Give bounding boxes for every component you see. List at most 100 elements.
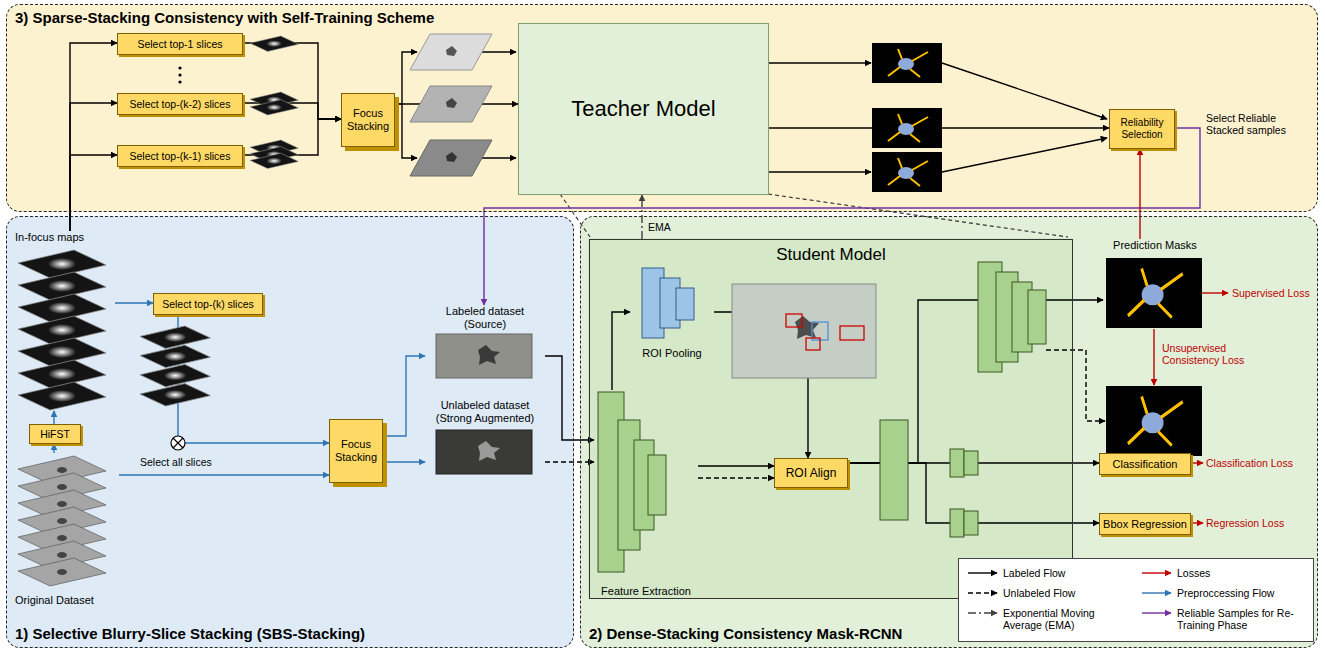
connector	[70, 43, 117, 231]
loss-label: Regression Loss	[1206, 517, 1316, 529]
node-label: Select top-(k-1) slices	[130, 150, 231, 162]
loss-arrow	[1190, 462, 1203, 463]
slice	[140, 326, 210, 348]
node-label: Feature Extraction	[601, 585, 691, 598]
roi-box	[840, 326, 864, 340]
process-box: Select top-(k-1) slices	[117, 145, 243, 167]
legend-text: Reliable Samples for Re-Training Phase	[1177, 607, 1307, 632]
connector	[1139, 149, 1140, 239]
legend-item: Unlabeled Flow	[1003, 587, 1133, 599]
slice	[140, 384, 210, 406]
focus-glow	[267, 104, 282, 111]
image-node: Labeled dataset (Source)	[425, 305, 545, 381]
original-stack	[18, 456, 106, 586]
connector	[243, 119, 341, 155]
proposal-image	[732, 284, 876, 378]
legend-item: Reliable Samples for Re-Training Phase	[1177, 607, 1307, 632]
flow-line	[942, 63, 1107, 119]
legend-text: Labeled Flow	[1003, 567, 1133, 579]
section-panel: 3) Sparse-Stacking Consistency with Self…	[6, 4, 1318, 212]
cell-blob	[446, 98, 457, 108]
focus-stacking-box: Focus Stacking	[329, 419, 383, 483]
flow-line	[482, 51, 516, 52]
roi-box	[812, 322, 828, 340]
legend-line	[968, 592, 997, 593]
cell-blob	[57, 484, 67, 490]
process-box: Classification	[1099, 453, 1191, 475]
panel-fill	[6, 216, 574, 648]
image-frame	[436, 334, 532, 378]
section-panel: 1) Selective Blurry-Slice Stacking (SBS-…	[6, 216, 574, 648]
slice	[250, 36, 298, 51]
legend-text: Unlabeled Flow	[1003, 587, 1133, 599]
feature-map	[964, 511, 978, 535]
process-box: HiFST	[29, 424, 81, 444]
focus-glow	[48, 324, 76, 336]
node-label: Unlabeled dataset (Strong Augmented)	[425, 399, 545, 425]
flow-line	[942, 138, 1107, 172]
in-focus-stack	[18, 250, 106, 410]
edge-label: Select all slices	[140, 456, 230, 468]
node-label: ROI Align	[786, 466, 837, 480]
legend-sample	[1141, 607, 1173, 619]
edge-label: Select Reliable Stacked samples	[1206, 112, 1314, 137]
feature-map	[676, 288, 694, 320]
section-title: Student Model	[776, 245, 886, 265]
multiply-circle	[171, 436, 185, 450]
node-label: Bbox Regression	[1103, 518, 1187, 531]
model-box: Teacher Model	[518, 23, 769, 195]
section-title: 3) Sparse-Stacking Consistency with Self…	[15, 9, 434, 27]
legend-text: Exponential Moving Average (EMA)	[1003, 607, 1133, 632]
edge-label-holder: Select Reliable Stacked samples	[1206, 112, 1314, 137]
loss-label-holder: Regression Loss	[1206, 517, 1316, 529]
legend-sample	[967, 567, 999, 579]
roi-box	[786, 314, 802, 327]
legend-item: Preproccessing Flow	[1177, 587, 1307, 599]
focus-glow	[164, 352, 186, 362]
cell-blob	[57, 552, 67, 558]
ellipsis-dot	[178, 73, 181, 76]
prediction-mask	[1106, 386, 1202, 456]
slice	[18, 272, 106, 300]
connector	[115, 302, 153, 303]
mask-image	[872, 108, 942, 148]
cell-blob	[57, 535, 67, 541]
cell-blob	[446, 152, 457, 162]
node-label: Prediction Masks	[1113, 239, 1197, 252]
ellipsis-dot	[178, 66, 181, 69]
loss-arrow	[1202, 292, 1228, 293]
process-box: ROI Align	[774, 458, 848, 488]
labeled-image	[436, 334, 532, 378]
node-label: Classification	[1113, 458, 1178, 471]
image-node: In-focus maps	[15, 231, 115, 411]
slice	[18, 294, 106, 322]
loss-arrow	[1153, 329, 1154, 385]
legend-item: Losses	[1177, 567, 1307, 579]
mask-image	[872, 152, 942, 192]
flow-line	[402, 104, 417, 158]
node-label: HiFST	[40, 428, 70, 440]
cell-blob	[446, 46, 457, 56]
stacked-image	[410, 86, 492, 122]
legend-line	[968, 612, 997, 613]
panel-fill	[580, 216, 1318, 648]
focus-glow	[164, 332, 186, 342]
section-title: 2) Dense-Stacking Consistency Mask-RCNN	[589, 625, 902, 643]
feature-pyramid	[598, 392, 666, 572]
loss-label-holder: Supervised Loss	[1232, 287, 1316, 299]
legend-line	[1142, 592, 1171, 593]
model-box: Student ModelROI PoolingFeature Extracti…	[589, 239, 1073, 599]
image-plane	[410, 34, 492, 70]
edge-label: EMA	[648, 221, 688, 233]
stacked-image	[410, 140, 492, 176]
roi-feature-block	[880, 420, 908, 520]
cell-blob	[57, 518, 67, 524]
focus-glow	[48, 280, 76, 292]
connector	[641, 195, 642, 239]
cell-blob	[57, 569, 67, 575]
image-frame	[436, 430, 532, 474]
cell-blob	[478, 345, 500, 365]
edge-label-holder: Select all slices	[140, 456, 230, 468]
slice	[250, 153, 298, 168]
